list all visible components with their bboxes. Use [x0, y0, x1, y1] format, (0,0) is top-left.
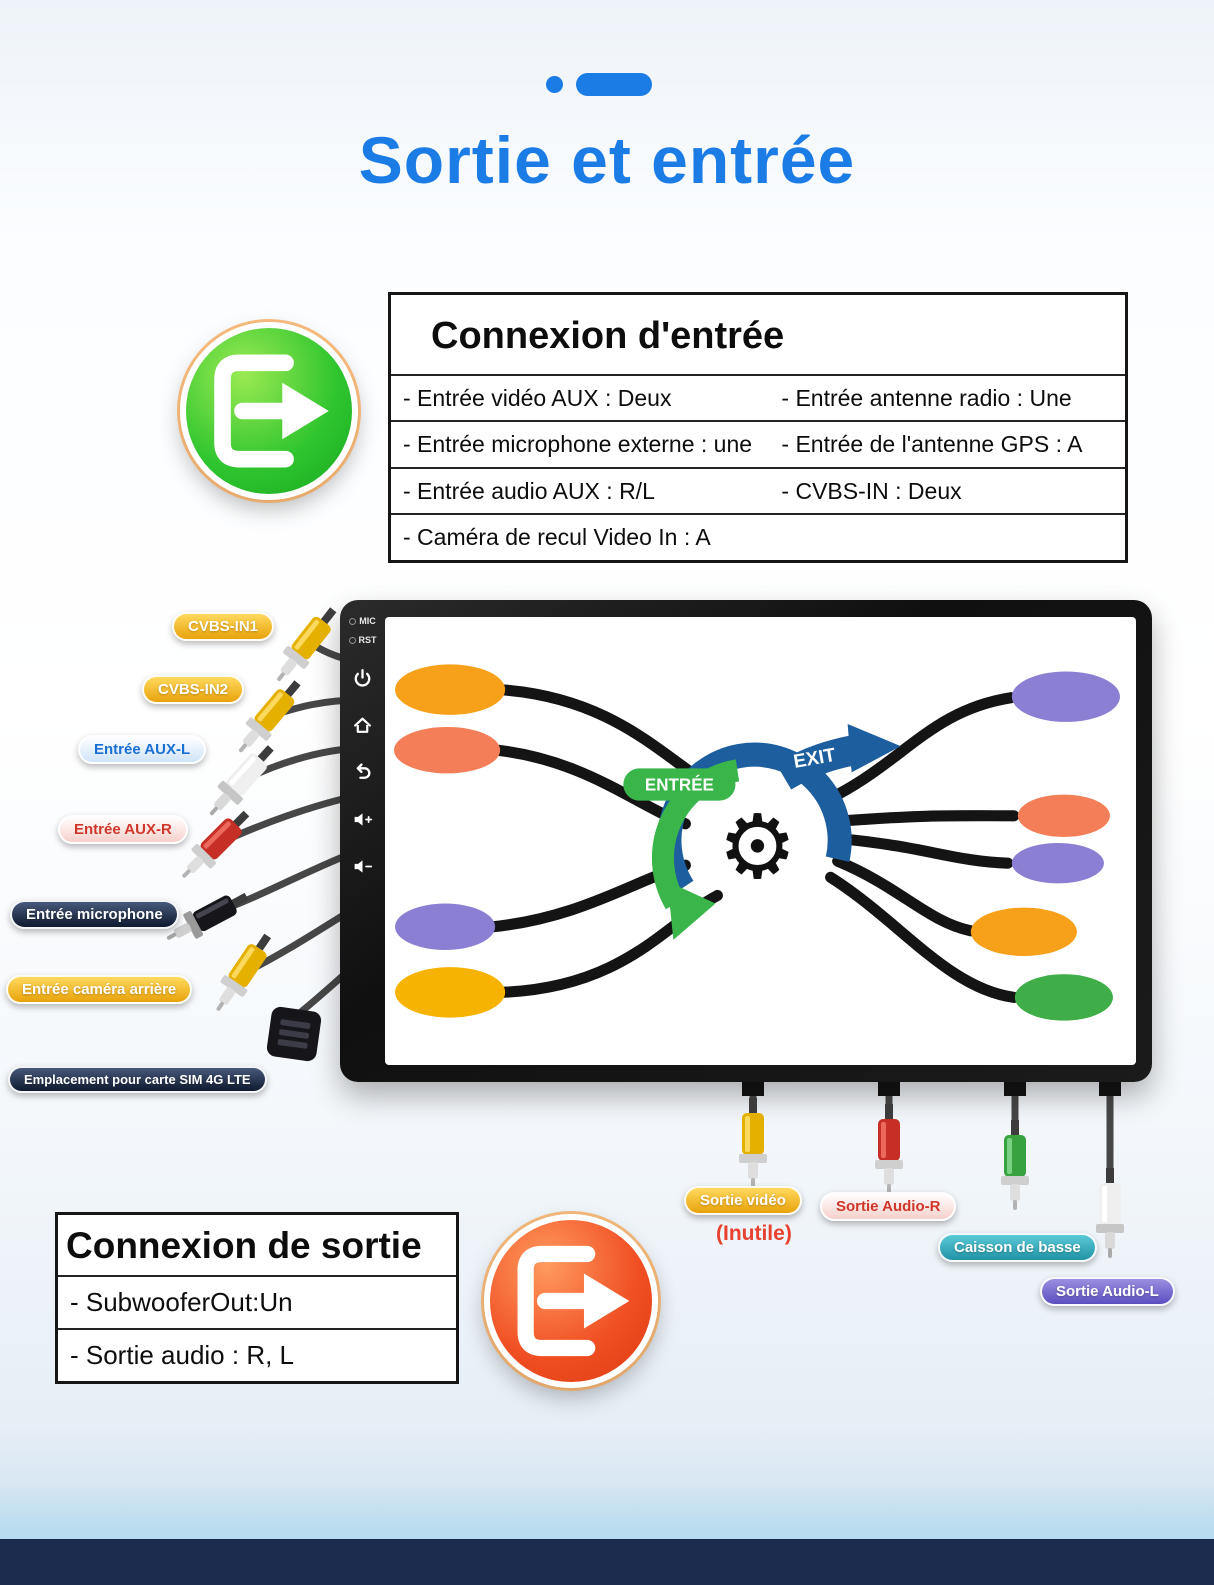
home-icon [354, 717, 371, 733]
entree-label: ENTRÉE [645, 775, 714, 794]
decor-bar [576, 73, 652, 96]
input-connections-panel: Connexion d'entrée - Entrée vidéo AUX : … [388, 292, 1128, 563]
reset-hole-icon [348, 636, 356, 644]
node-ellipse [1014, 974, 1113, 1021]
label-cvbs-in1: CVBS-IN1 [172, 612, 275, 641]
mic-port: MIC [349, 616, 376, 626]
node-ellipse [394, 726, 501, 774]
reset-port: RST [348, 635, 377, 645]
label-aux-l: Entrée AUX-L [78, 735, 207, 764]
back-arrow-icon [356, 763, 371, 779]
node-ellipse [395, 664, 506, 715]
entree-arrowhead-icon [667, 881, 716, 940]
rca-connector-video-out [739, 1098, 767, 1188]
input-row: - Entrée vidéo AUX : Deux - Entrée anten… [391, 376, 1125, 420]
rca-connector-subwoofer [1001, 1120, 1029, 1210]
output-section-icon [484, 1214, 658, 1388]
node-ellipse [1017, 794, 1110, 837]
label-rear-camera: Entrée caméra arrière [6, 975, 193, 1004]
node-ellipse [1011, 843, 1104, 884]
input-item: - Entrée antenne radio : Une [781, 385, 1072, 411]
input-item: - Caméra de recul Video In : A [403, 524, 711, 551]
decor-dot [546, 76, 563, 93]
input-panel-title: Connexion d'entrée [391, 295, 1125, 376]
volume-up-button[interactable] [352, 809, 373, 830]
input-item: - Entrée audio AUX : R/L [403, 477, 655, 504]
input-item: - Entrée de l'antenne GPS : A [781, 431, 1083, 458]
output-connections-panel: Connexion de sortie - SubwooferOut:Un - … [55, 1212, 459, 1384]
output-panel-title: Connexion de sortie [58, 1215, 456, 1277]
label-subwoofer: Caisson de basse [938, 1233, 1097, 1262]
rca-connector-audio-l [1096, 1168, 1124, 1258]
label-audio-out-l: Sortie Audio-L [1040, 1277, 1175, 1306]
node-ellipse [395, 967, 506, 1018]
power-icon [354, 668, 371, 687]
home-button[interactable] [352, 715, 373, 736]
entree-bar [623, 768, 736, 801]
output-item: - Sortie audio : R, L [58, 1328, 456, 1381]
label-audio-out-r: Sortie Audio-R [820, 1192, 957, 1221]
input-item [781, 524, 1117, 550]
device-side-controls: MIC RST [340, 600, 385, 1082]
node-ellipse [1011, 671, 1120, 722]
node-ellipse [970, 907, 1077, 957]
volume-up-icon [354, 813, 373, 826]
label-aux-r: Entrée AUX-R [58, 815, 188, 844]
label-microphone: Entrée microphone [10, 900, 179, 929]
power-button[interactable] [352, 668, 373, 689]
exit-band [775, 735, 857, 790]
node-ellipse [395, 903, 496, 950]
device-screen: ⚙ ENTRÉE EXIT [385, 617, 1136, 1065]
car-stereo-device: MIC RST [340, 600, 1152, 1082]
volume-down-icon [354, 860, 373, 873]
input-row: - Entrée audio AUX : R/L - CVBS-IN : Deu… [391, 466, 1125, 513]
screen-flow-diagram: ⚙ ENTRÉE EXIT [394, 664, 1120, 1021]
arrow-out-of-bracket-icon [517, 1245, 630, 1357]
footer-bar [0, 1539, 1214, 1585]
mic-hole-icon [349, 617, 357, 625]
gear-backdrop [712, 799, 803, 891]
label-sim-slot: Emplacement pour carte SIM 4G LTE [8, 1066, 267, 1093]
rca-connector-audio-r [875, 1104, 903, 1194]
back-button[interactable] [352, 762, 373, 783]
label-video-out: Sortie vidéo [684, 1186, 802, 1215]
label-cvbs-in2: CVBS-IN2 [142, 675, 245, 704]
input-section-icon [180, 322, 358, 500]
input-row: - Entrée microphone externe : une - Entr… [391, 420, 1125, 466]
footer-glow [0, 1484, 1214, 1539]
page-title: Sortie et entrée [358, 123, 856, 197]
output-item: - SubwooferOut:Un [70, 1287, 293, 1317]
mic-label: MIC [359, 616, 376, 626]
exit-arrowhead-icon [847, 723, 901, 773]
arrow-into-bracket-icon [214, 354, 329, 468]
input-item: - Entrée microphone externe : une [403, 431, 753, 458]
input-item: - Entrée vidéo AUX : Deux [403, 385, 672, 411]
reset-label: RST [358, 635, 377, 645]
sim-card-slot [266, 1006, 322, 1062]
input-item: - CVBS-IN : Deux [781, 477, 962, 504]
gear-icon: ⚙ [718, 795, 797, 898]
label-video-out-note: (Inutile) [716, 1222, 792, 1245]
volume-down-button[interactable] [352, 856, 373, 877]
input-row: - Caméra de recul Video In : A [391, 513, 1125, 559]
rca-connector-cvbs1 [277, 607, 337, 682]
